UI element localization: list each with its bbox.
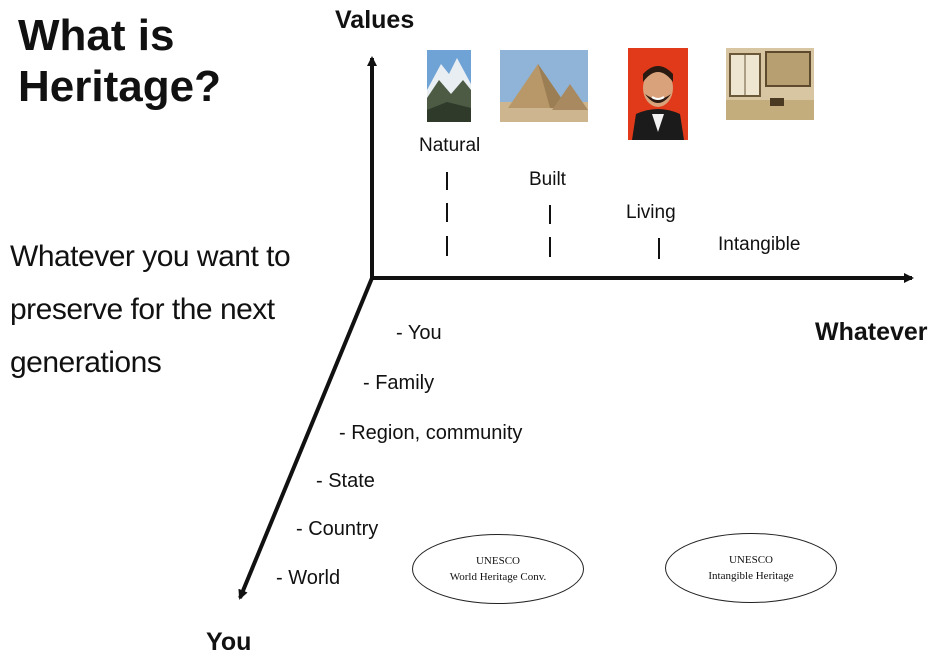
scale-item-country: - Country <box>296 518 379 540</box>
oval-line-2: Intangible Heritage <box>708 570 794 582</box>
scale-item-you: - You <box>396 322 442 344</box>
unesco-world-heritage-oval: UNESCO World Heritage Conv. <box>412 534 584 604</box>
pyramids-photo <box>500 50 588 122</box>
oval-line-1: UNESCO <box>475 555 520 567</box>
definition-text: Whatever you want to preserve for the ne… <box>10 240 291 379</box>
tick-marks <box>446 172 660 259</box>
vertical-axis-label: Values <box>335 6 415 34</box>
diagonal-axis-label: You <box>206 628 252 656</box>
oval-line-2: World Heritage Conv. <box>449 571 547 583</box>
scale-item-state: - State <box>316 470 375 492</box>
diagonal-axis <box>238 277 374 600</box>
oval-line-1: UNESCO <box>728 554 773 566</box>
horizontal-axis-label: Whatever <box>815 318 928 346</box>
category-natural: Natural <box>419 135 481 156</box>
category-intangible: Intangible <box>718 234 801 255</box>
scale-item-region: - Region, community <box>339 422 523 444</box>
japanese-interior-photo <box>726 48 814 120</box>
portrait-photo <box>628 48 688 140</box>
scale-item-family: - Family <box>363 372 435 394</box>
unesco-intangible-heritage-oval: UNESCO Intangible Heritage <box>665 533 837 603</box>
category-built: Built <box>529 169 566 190</box>
mountain-landscape-photo <box>427 50 471 122</box>
scale-item-world: - World <box>276 567 341 589</box>
category-living: Living <box>626 202 676 223</box>
page-title: What is Heritage? <box>18 11 221 111</box>
